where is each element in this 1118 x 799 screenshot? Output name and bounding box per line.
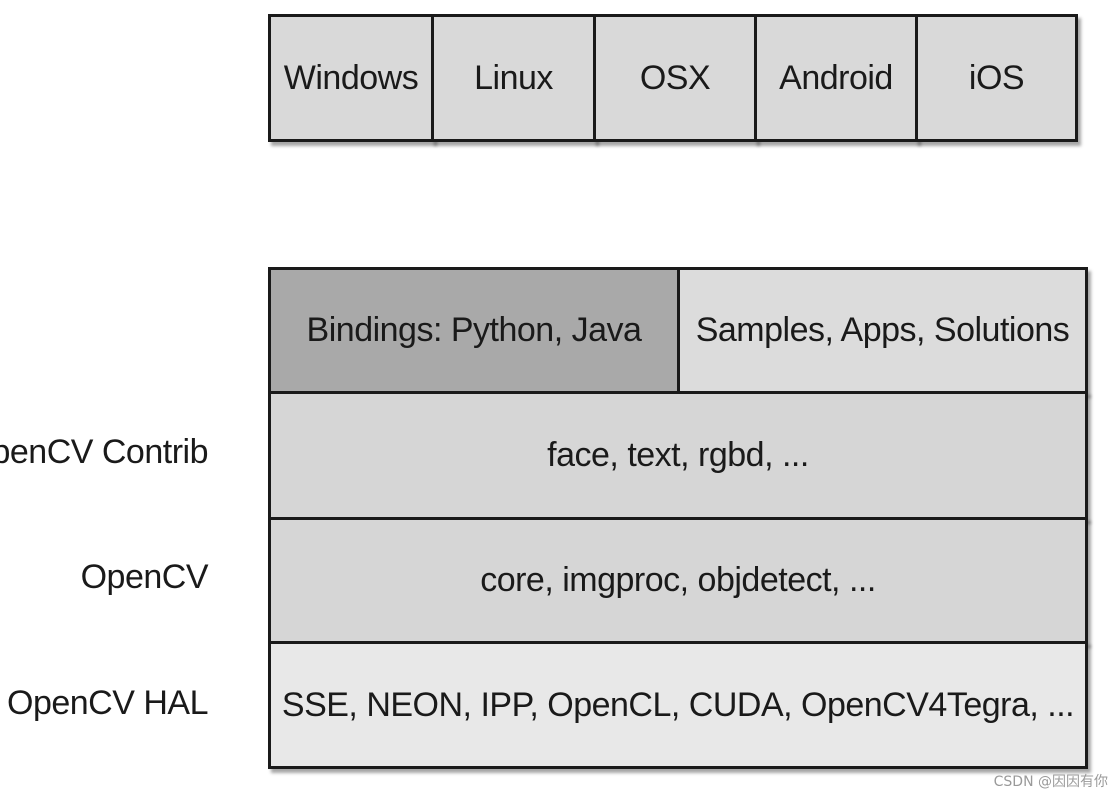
opencv-layer: core, imgproc, objdetect, ...	[268, 517, 1088, 644]
contrib-layer: face, text, rgbd, ...	[268, 391, 1088, 520]
bindings-block: Bindings: Python, Java	[268, 267, 680, 394]
opencv-content: core, imgproc, objdetect, ...	[480, 561, 876, 599]
hal-content: SSE, NEON, IPP, OpenCL, CUDA, OpenCV4Teg…	[281, 685, 1075, 724]
samples-label: Samples, Apps, Solutions	[695, 311, 1070, 349]
platform-label: OSX	[639, 58, 711, 97]
platform-ios: iOS	[915, 14, 1078, 142]
platform-linux: Linux	[431, 14, 596, 142]
platform-label: Linux	[474, 58, 553, 97]
platform-label: Android	[779, 58, 893, 97]
platform-osx: OSX	[593, 14, 757, 142]
samples-block: Samples, Apps, Solutions	[677, 267, 1088, 394]
watermark: CSDN @因因有你	[993, 774, 1108, 790]
bindings-label: Bindings: Python, Java	[306, 311, 642, 349]
platform-label: iOS	[968, 58, 1025, 97]
contrib-content: face, text, rgbd, ...	[547, 436, 809, 474]
platform-windows: Windows	[268, 14, 434, 142]
contrib-row-label: OpenCV Contrib	[0, 433, 209, 471]
platform-label: Windows	[283, 58, 419, 97]
hal-row-label: OpenCV HAL	[7, 684, 209, 722]
hal-layer: SSE, NEON, IPP, OpenCL, CUDA, OpenCV4Teg…	[268, 641, 1088, 769]
opencv-row-label: OpenCV	[80, 558, 209, 596]
platform-android: Android	[754, 14, 918, 142]
